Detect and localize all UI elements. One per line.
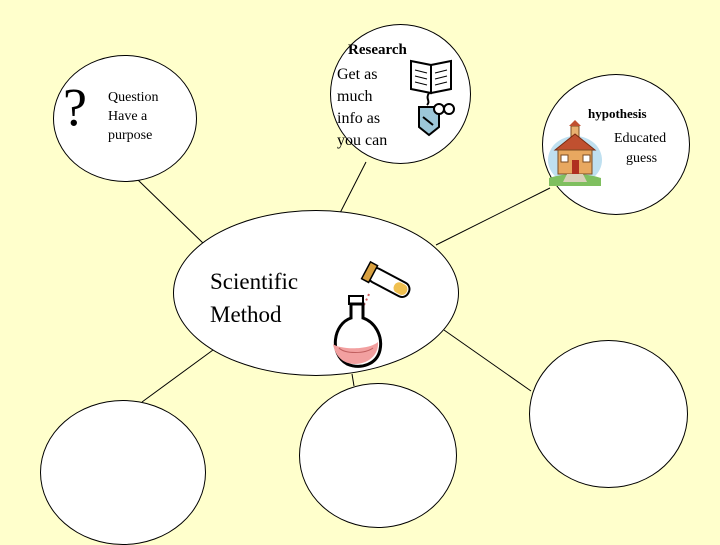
schoolhouse-icon: [548, 120, 602, 186]
line-bottom-center: [351, 373, 355, 387]
research-bubble: [330, 24, 471, 164]
research-line-4: you can: [337, 132, 388, 149]
question-line-2: purpose: [108, 128, 153, 143]
research-line-2: much: [337, 88, 373, 105]
question-bubble: [53, 55, 197, 182]
research-title: Research: [348, 42, 407, 58]
line-hypothesis: [435, 187, 551, 246]
book-magnifier-icon: [410, 59, 455, 137]
empty-bubble-bottom-left: [40, 400, 206, 545]
flask-test-tube-icon: [333, 260, 411, 368]
hypothesis-line-1: Educated: [614, 131, 667, 146]
hypothesis-line-2: guess: [626, 151, 658, 166]
empty-bubble-right: [529, 340, 688, 488]
research-line-1: Get as: [337, 66, 378, 83]
empty-bubble-bottom-center: [299, 383, 457, 528]
question-mark-icon: ?: [63, 77, 87, 137]
line-bottom-left: [141, 349, 214, 403]
research-line-3: info as: [337, 110, 381, 127]
line-research: [339, 161, 367, 214]
question-line-1: Have a: [108, 109, 148, 124]
line-question: [137, 179, 206, 246]
line-bottom-right: [443, 329, 532, 392]
center-line-1: Scientific: [210, 269, 299, 294]
hypothesis-title: hypothesis: [588, 106, 647, 121]
center-line-2: Method: [210, 302, 282, 327]
question-title: Question: [108, 90, 159, 105]
center-bubble: [173, 210, 459, 376]
